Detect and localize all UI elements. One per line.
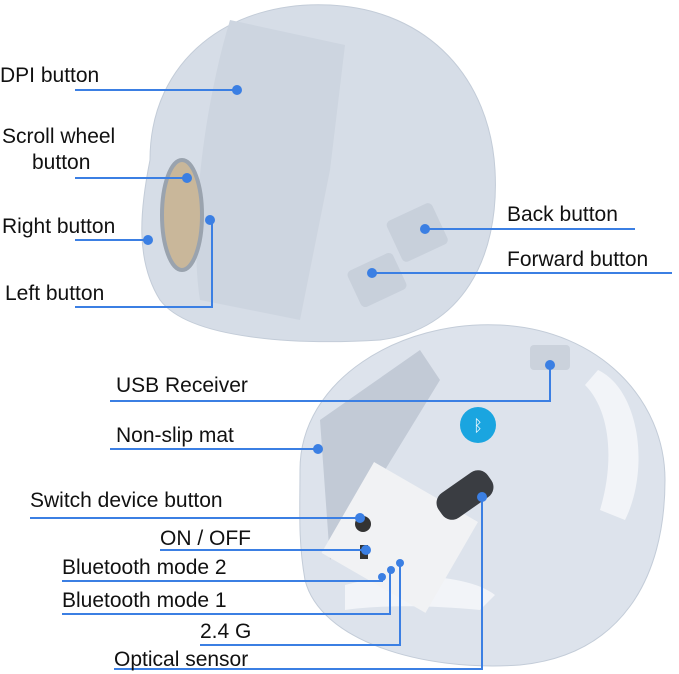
label-optical-sensor: Optical sensor — [114, 648, 249, 671]
label-back-button: Back button — [507, 203, 618, 226]
label-on-off: ON / OFF — [160, 527, 251, 550]
mouse-top-view — [141, 4, 496, 343]
label-bluetooth-mode-1: Bluetooth mode 1 — [62, 589, 227, 612]
mouse-bottom-view: ᛒ — [299, 324, 666, 667]
svg-text:ᛒ: ᛒ — [473, 416, 483, 435]
label-switch-device-button: Switch device button — [30, 489, 223, 512]
label-forward-button: Forward button — [507, 248, 649, 271]
label-2-4g: 2.4 G — [200, 620, 252, 643]
label-dpi-button: DPI button — [0, 64, 100, 87]
callout-dots — [143, 85, 555, 581]
label-non-slip-mat: Non-slip mat — [116, 424, 234, 447]
label-scroll-wheel: Scroll wheel — [2, 125, 116, 148]
label-usb-receiver: USB Receiver — [116, 374, 248, 397]
label-left-button: Left button — [5, 282, 105, 305]
label-scroll-wheel-line2: button — [32, 151, 91, 174]
label-right-button: Right button — [2, 215, 116, 238]
label-bluetooth-mode-2: Bluetooth mode 2 — [62, 556, 227, 579]
bluetooth-icon — [460, 407, 496, 443]
